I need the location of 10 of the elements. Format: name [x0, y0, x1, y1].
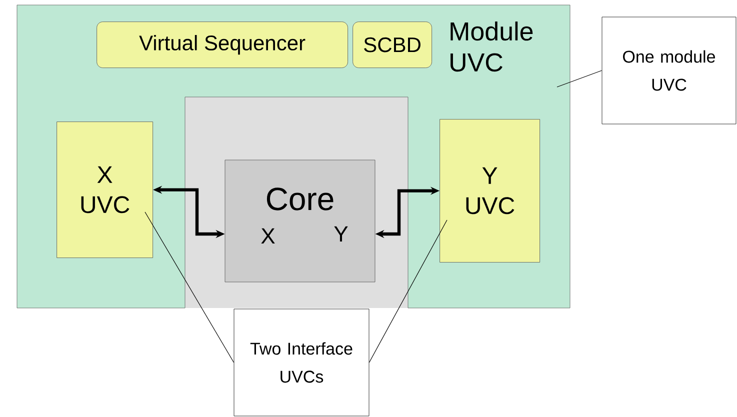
- leader-line: [556, 70, 602, 88]
- callout-box: One module UVC: [602, 16, 736, 124]
- leader-line: [144, 212, 234, 363]
- label-box: Virtual Sequencer: [96, 22, 348, 68]
- leader-line: [368, 220, 448, 363]
- callout-box: Two Interface UVCs: [234, 308, 370, 416]
- interface-box: Y UVC: [440, 119, 540, 262]
- label-box: SCBD: [352, 22, 432, 68]
- interface-box: X UVC: [56, 122, 153, 258]
- core-box: Core X Y: [224, 160, 376, 282]
